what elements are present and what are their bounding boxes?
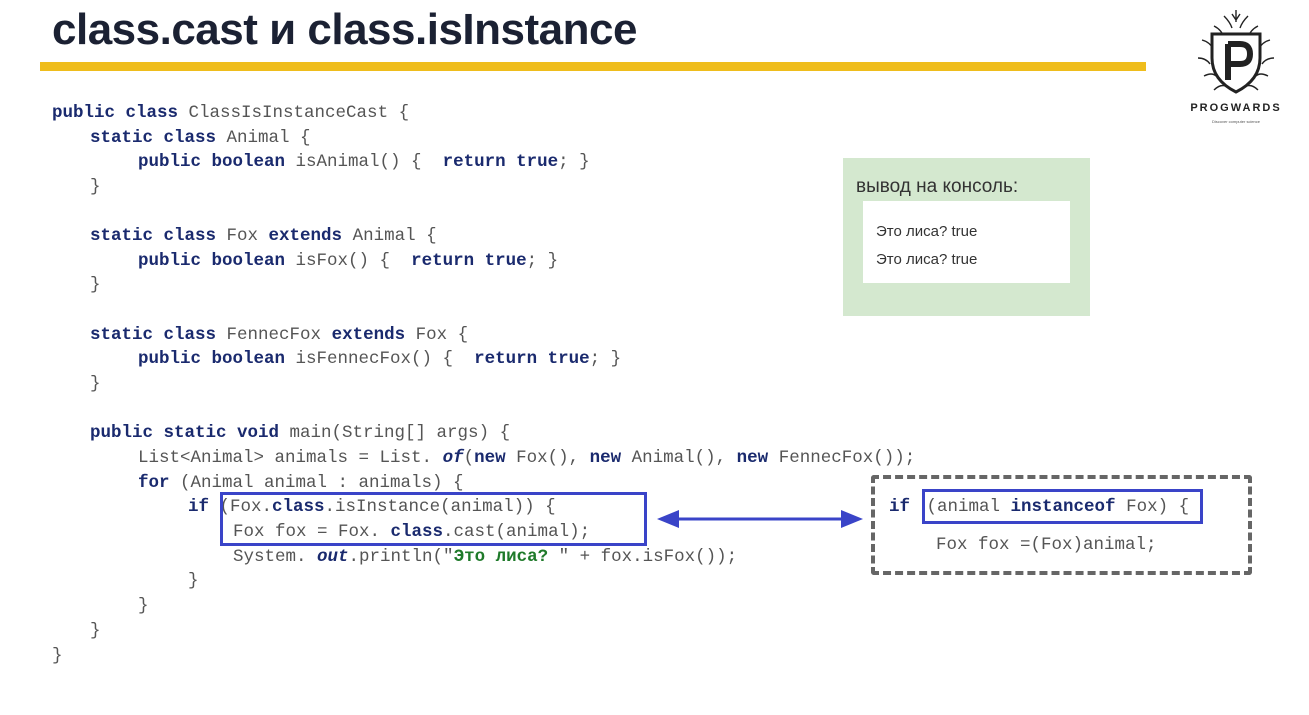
code-line: } xyxy=(90,374,101,394)
code-line: public boolean isFox() { return true; } xyxy=(138,251,559,271)
slide-title: class.cast и class.isInstance xyxy=(52,5,637,54)
code-line: System. out.println("Это лиса? " + fox.i… xyxy=(233,547,738,567)
code-line: } xyxy=(90,177,101,197)
code-line: } xyxy=(52,646,63,666)
title-underline xyxy=(40,62,1146,71)
code-line: } xyxy=(90,275,101,295)
code-line: static class Fox extends Animal { xyxy=(90,226,437,246)
code-line: for (Animal animal : animals) { xyxy=(138,473,464,493)
code-line: Fox fox = Fox. class.cast(animal); xyxy=(233,522,591,542)
code-line: } xyxy=(90,621,101,641)
code-line: static class Animal { xyxy=(90,128,311,148)
code-line: } xyxy=(138,596,149,616)
code-line: static class FennecFox extends Fox { xyxy=(90,325,469,345)
code-line: public boolean isAnimal() { return true;… xyxy=(138,152,590,172)
logo-emblem-icon xyxy=(1197,10,1275,94)
console-output-panel: вывод на консоль: Это лиса? true Это лис… xyxy=(843,158,1090,316)
logo-tagline: Discover computer science xyxy=(1211,119,1261,124)
console-line: Это лиса? true xyxy=(876,223,978,240)
instanceof-highlight xyxy=(922,489,1203,524)
console-title: вывод на консоль: xyxy=(856,176,1019,197)
instanceof-alternative xyxy=(871,475,1252,575)
double-arrow-icon xyxy=(657,510,863,528)
code-line: List<Animal> animals = List. of(new Fox(… xyxy=(138,448,916,468)
code-line: if (Fox.class.isInstance(animal)) { xyxy=(188,497,556,517)
console-output-area: Это лиса? true Это лиса? true xyxy=(863,201,1070,283)
console-line: Это лиса? true xyxy=(876,251,978,268)
code-line: public class ClassIsInstanceCast { xyxy=(52,103,410,123)
code-line: public static void main(String[] args) { xyxy=(90,423,511,443)
isinstance-cast-highlight xyxy=(220,492,647,546)
logo-brand: PROGWARDS xyxy=(1190,102,1282,114)
progwards-logo: PROGWARDS Discover computer science xyxy=(1180,6,1292,130)
code-line: Fox fox =(Fox)animal; xyxy=(936,535,1157,555)
code-line: public boolean isFennecFox() { return tr… xyxy=(138,349,622,369)
code-line: if (animal instanceof Fox) { xyxy=(889,497,1190,517)
code-line: } xyxy=(188,571,199,591)
